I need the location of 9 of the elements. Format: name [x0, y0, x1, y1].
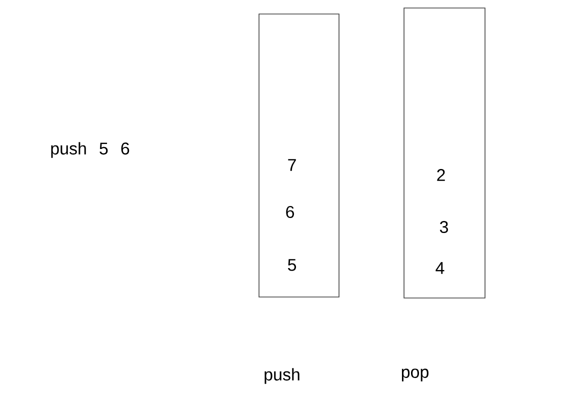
operation-label: push 5 6: [51, 142, 130, 158]
stack-value: 5: [288, 259, 296, 271]
stack-caption: pop: [402, 368, 428, 382]
stack-caption: push: [264, 368, 300, 384]
stack-value: 7: [288, 159, 296, 171]
stack-value: 4: [436, 262, 444, 274]
stack-value: 2: [437, 169, 445, 181]
stack-value: 6: [286, 206, 294, 218]
stack-value: 3: [440, 220, 448, 234]
